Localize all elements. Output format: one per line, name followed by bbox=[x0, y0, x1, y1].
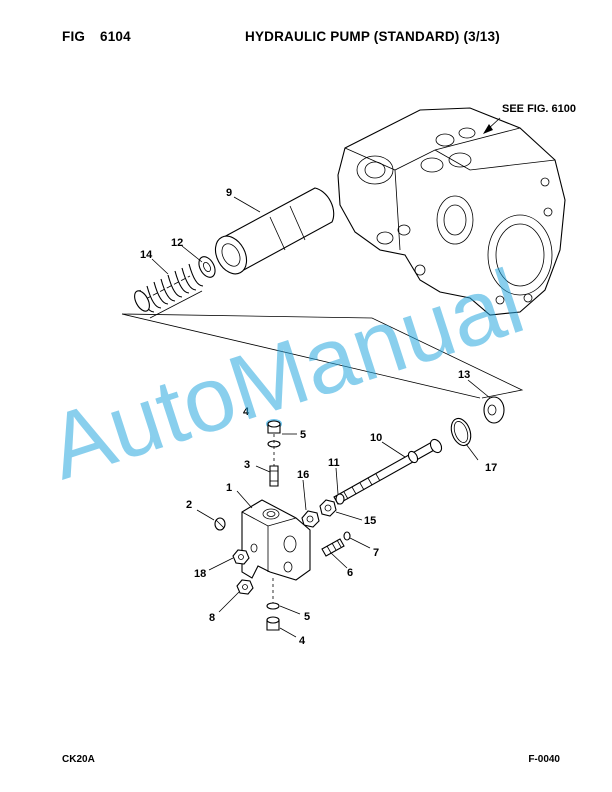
callout-13[interactable]: 13 bbox=[458, 369, 470, 381]
lower-nut-parts bbox=[232, 549, 254, 595]
callout-9[interactable]: 9 bbox=[226, 187, 232, 199]
callout-6[interactable]: 6 bbox=[347, 567, 353, 579]
ring-part bbox=[450, 417, 472, 447]
valve-body-part bbox=[241, 499, 311, 581]
leader-lines bbox=[151, 196, 491, 638]
callout-15[interactable]: 15 bbox=[364, 515, 376, 527]
callout-2[interactable]: 2 bbox=[186, 499, 192, 511]
callout-16[interactable]: 16 bbox=[297, 469, 309, 481]
rod-part bbox=[333, 438, 443, 505]
pump-housing bbox=[337, 107, 566, 316]
see-fig-reference[interactable]: SEE FIG. 6100 bbox=[502, 103, 576, 115]
callout-11[interactable]: 11 bbox=[328, 457, 340, 469]
callout-4-top[interactable]: 4 bbox=[243, 406, 250, 418]
plug-top-part bbox=[266, 419, 282, 487]
model-code: CK20A bbox=[62, 754, 95, 765]
adjuster-part bbox=[321, 531, 351, 557]
callout-12[interactable]: 12 bbox=[171, 237, 183, 249]
set-screw-part bbox=[214, 517, 226, 531]
callout-10[interactable]: 10 bbox=[370, 432, 382, 444]
assembly-bracket-line bbox=[121, 313, 524, 399]
plug-bottom-part bbox=[266, 602, 280, 631]
callout-1[interactable]: 1 bbox=[226, 482, 232, 494]
page-title: HYDRAULIC PUMP (STANDARD) (3/13) bbox=[245, 29, 500, 44]
fig-label: FIG bbox=[62, 29, 86, 44]
callout-4-bottom[interactable]: 4 bbox=[299, 635, 306, 647]
nut-parts bbox=[301, 499, 337, 528]
cap-part bbox=[483, 396, 505, 424]
callout-17[interactable]: 17 bbox=[485, 462, 497, 474]
callout-8[interactable]: 8 bbox=[209, 612, 215, 624]
callout-3[interactable]: 3 bbox=[244, 459, 250, 471]
page-code: F-0040 bbox=[528, 754, 560, 765]
callout-14[interactable]: 14 bbox=[140, 249, 153, 261]
callout-18[interactable]: 18 bbox=[194, 568, 206, 580]
callout-7[interactable]: 7 bbox=[373, 547, 379, 559]
washer-part bbox=[198, 256, 216, 278]
reference-arrowhead bbox=[483, 124, 493, 134]
o-ring-part bbox=[335, 493, 345, 505]
callout-5-top[interactable]: 5 bbox=[300, 429, 306, 441]
callout-5-bottom[interactable]: 5 bbox=[304, 611, 310, 623]
spring-part bbox=[134, 263, 204, 319]
sleeve-part bbox=[214, 187, 335, 275]
fig-number: 6104 bbox=[100, 29, 131, 44]
